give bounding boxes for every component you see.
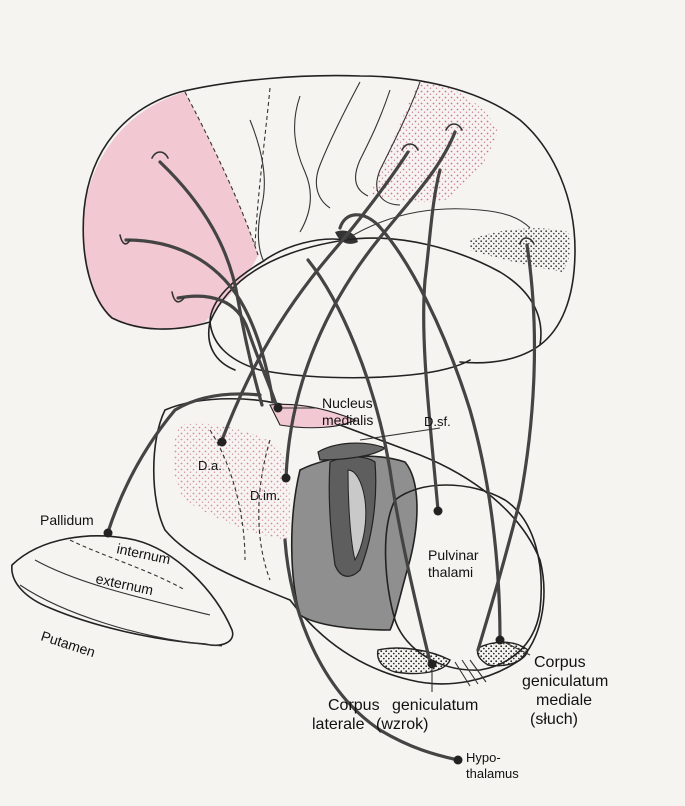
fiber-parietal — [422, 168, 442, 512]
fiber-terminals — [119, 123, 535, 303]
label-pulvinar-1: Pulvinar — [428, 547, 479, 563]
medial-geniculate — [476, 641, 529, 667]
fiber-pallidum — [106, 392, 262, 534]
fiber-temporal-loop — [338, 213, 502, 642]
label-cg-medial-1: Corpus — [534, 654, 586, 671]
label-d-im: D.im. — [250, 488, 280, 503]
dot-lateral-geniculate — [427, 659, 437, 669]
label-markers — [103, 403, 531, 765]
fiber-da — [220, 150, 410, 442]
dot-medial-geniculate — [495, 635, 505, 645]
brachium-stripes — [454, 659, 487, 687]
cerebral-cortex — [82, 74, 576, 379]
frontal-boundary-dashed — [184, 91, 259, 256]
central-sulcus — [249, 119, 265, 263]
label-pallidum: Pallidum — [40, 512, 94, 528]
label-d-sf: D.sf. — [424, 414, 451, 429]
dot-hypothalamus — [453, 755, 463, 765]
sulcus-4 — [355, 89, 391, 197]
lateral-geniculate — [376, 647, 451, 675]
label-cg-medial-4: (słuch) — [530, 711, 578, 728]
label-cg-medial-3: mediale — [536, 692, 592, 709]
label-putamen: Putamen — [39, 628, 97, 661]
fiber-dim — [284, 130, 457, 480]
fiber-auditory — [476, 243, 537, 652]
pallidum-externum-boundary — [34, 559, 211, 616]
label-cg-medial-2: geniculatum — [522, 673, 608, 690]
hemisphere-base — [208, 321, 236, 371]
leader-corpus-medial — [503, 641, 531, 656]
dot-pulvinar — [433, 506, 443, 516]
label-hypothalamus-1: Hypo- — [466, 750, 501, 765]
terminal-parietal-2 — [445, 123, 463, 131]
dot-d-im — [281, 473, 291, 483]
label-d-a: D.a. — [198, 458, 222, 473]
label-nucleus-medialis-2: medialis — [322, 412, 373, 428]
temporal-auditory-region — [470, 228, 570, 272]
sulcus-2 — [294, 95, 311, 233]
label-cg-lateral-3: laterale — [312, 716, 365, 733]
fiber-hypothalamus — [283, 538, 460, 762]
dot-d-a — [217, 437, 227, 447]
label-pulvinar-2: thalami — [428, 564, 473, 580]
parietal-stipple-region — [370, 80, 498, 203]
thalamus-internal-dashed-2 — [258, 439, 271, 581]
sulcus-5 — [376, 81, 421, 206]
thalamus — [152, 397, 545, 687]
terminal-parietal-1 — [401, 143, 419, 151]
label-internum: internum — [115, 540, 172, 567]
dot-nucleus-medialis — [273, 403, 283, 413]
sulcus-3 — [315, 81, 361, 209]
dot-pallidum — [103, 528, 113, 538]
putamen-rim — [19, 584, 223, 647]
label-cg-lateral-2: geniculatum — [392, 697, 478, 714]
hemisphere-outline — [82, 74, 576, 346]
frontal-cortex-region — [82, 92, 259, 329]
label-hypothalamus-2: thalamus — [466, 766, 519, 781]
anterior-nuclei-region — [173, 423, 290, 540]
label-cg-lateral-1: Corpus — [328, 697, 380, 714]
terminal-frontal-mid — [119, 234, 131, 245]
terminal-frontal-low — [171, 291, 185, 303]
temporal-pole-contour — [209, 238, 471, 379]
projection-fibers — [106, 130, 537, 762]
thalamus-internal-dashed-1 — [209, 429, 246, 561]
fiber-frontal-3 — [176, 294, 280, 412]
leader-d-sf — [359, 427, 441, 441]
dark-lamina-stripe — [347, 469, 367, 562]
label-cg-lateral-4: (wzrok) — [376, 716, 428, 733]
fiber-frontal-2 — [124, 238, 275, 404]
premotor-boundary-dashed — [254, 87, 271, 246]
fiber-lateral-geniculate — [306, 258, 432, 664]
temporal-lobe-contour — [209, 237, 542, 364]
terminal-frontal-top — [151, 151, 169, 159]
label-nucleus-medialis-1: Nucleus — [322, 395, 373, 411]
terminal-auditory — [519, 237, 535, 245]
